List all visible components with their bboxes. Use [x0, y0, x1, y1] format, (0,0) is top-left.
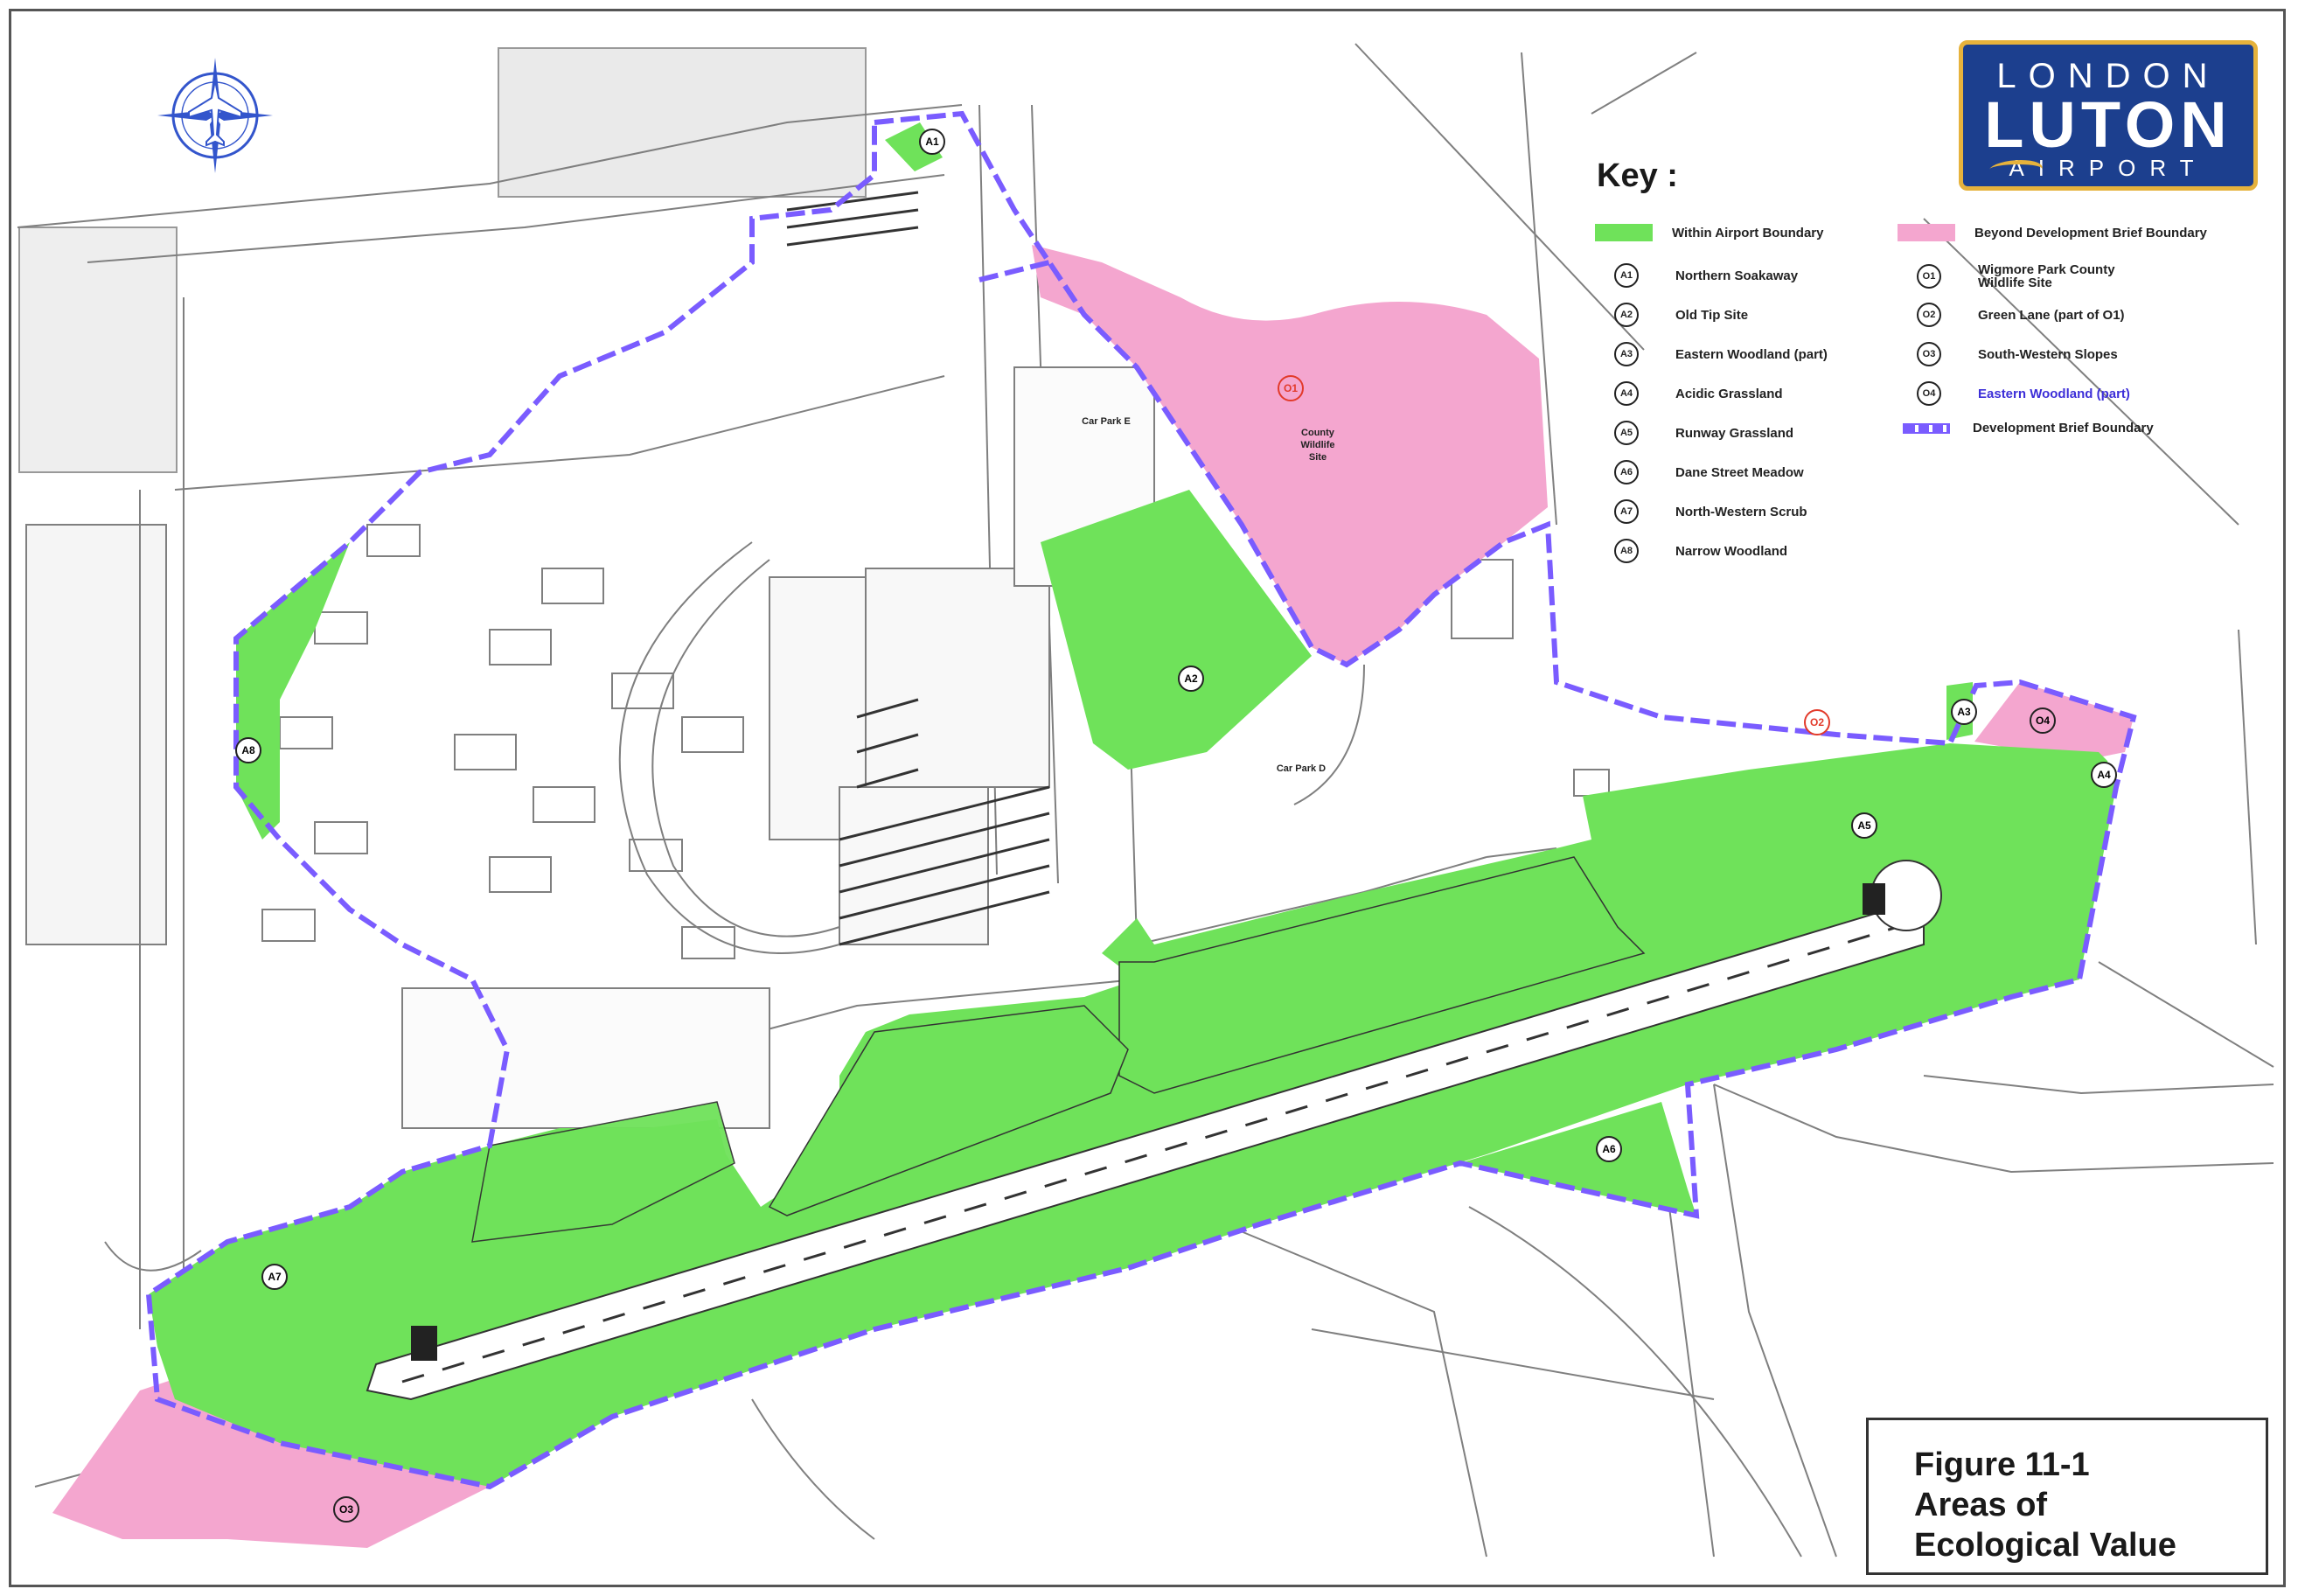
- key-label: Beyond Development Brief Boundary: [1974, 225, 2207, 240]
- key-item: A1 Northern Soakaway: [1595, 263, 1798, 288]
- key-badge: A6: [1614, 460, 1639, 484]
- marker-o2: O2: [1804, 709, 1830, 735]
- key-item: A2 Old Tip Site: [1595, 303, 1748, 327]
- marker-o3: O3: [333, 1496, 359, 1523]
- north-arrow-icon: [157, 58, 273, 173]
- label-car-park-e: Car Park E: [1082, 416, 1131, 427]
- figure-caption-line-1: Areas of: [1914, 1487, 2048, 1523]
- runway: [366, 856, 1942, 1401]
- marker-o1: O1: [1278, 375, 1304, 401]
- svg-text:A7: A7: [268, 1271, 282, 1283]
- key-label: Development Brief Boundary: [1973, 421, 2154, 436]
- area-a1: [885, 122, 943, 171]
- figure-title-box: Figure 11-1 Areas of Ecological Value: [1866, 1418, 2268, 1575]
- key-badge: O2: [1917, 303, 1941, 327]
- figure-number: Figure 11-1: [1914, 1446, 2090, 1483]
- boundary-line-icon: [1903, 422, 1950, 434]
- key-item: Within Airport Boundary: [1595, 224, 1823, 241]
- key-item: A5 Runway Grassland: [1595, 421, 1793, 445]
- key-item: A8 Narrow Woodland: [1595, 539, 1787, 563]
- key-item: Development Brief Boundary: [1898, 421, 2154, 436]
- key-badge: O4: [1917, 381, 1941, 406]
- london-luton-airport-logo: LONDON LUTON AIRPORT: [1959, 40, 2258, 191]
- key-item: A7 North-Western Scrub: [1595, 499, 1807, 524]
- figure-caption-line-2: Ecological Value: [1914, 1527, 2176, 1564]
- svg-text:A8: A8: [241, 744, 255, 756]
- urban-linework: [17, 43, 2274, 1558]
- area-a6: [1460, 1102, 1696, 1216]
- marker-a3: A3: [1951, 699, 1977, 725]
- key-swatch: [1898, 224, 1955, 241]
- key-badge: A7: [1614, 499, 1639, 524]
- logo-line-london: LONDON: [1996, 57, 2220, 95]
- key-badge: A5: [1614, 421, 1639, 445]
- key-badge: O3: [1917, 342, 1941, 366]
- logo-line-luton: LUTON: [1984, 88, 2232, 161]
- svg-text:O3: O3: [339, 1503, 353, 1516]
- svg-text:A6: A6: [1602, 1143, 1616, 1155]
- marker-a6: A6: [1596, 1136, 1622, 1162]
- key-badge: A1: [1614, 263, 1639, 288]
- svg-text:A4: A4: [2097, 769, 2111, 781]
- key-label: North-Western Scrub: [1675, 504, 1807, 519]
- marker-o4: O4: [2030, 707, 2056, 734]
- key-label: Northern Soakaway: [1675, 268, 1799, 283]
- svg-text:A3: A3: [1957, 706, 1971, 718]
- key-label: Runway Grassland: [1675, 425, 1794, 441]
- area-o1: [1032, 245, 1548, 665]
- marker-a5: A5: [1851, 812, 1877, 839]
- key-item: O3 South-Western Slopes: [1898, 342, 2118, 366]
- key-badge: O1: [1917, 264, 1941, 289]
- key-label: Dane Street Meadow: [1675, 464, 1804, 480]
- marker-a2: A2: [1178, 666, 1204, 692]
- development-brief-boundary: [145, 110, 2137, 1490]
- key-item: O2 Green Lane (part of O1): [1898, 303, 2125, 327]
- label-county-wildlife-3: Site: [1309, 452, 1327, 463]
- svg-text:A2: A2: [1184, 673, 1198, 685]
- label-county-wildlife-2: Wildlife: [1300, 440, 1334, 450]
- key-label: South-Western Slopes: [1978, 346, 2118, 362]
- area-a2: [1041, 490, 1312, 770]
- svg-text:A1: A1: [925, 136, 939, 148]
- key-swatch: [1595, 224, 1653, 241]
- area-markers: A1 A2 A3 A4 A5 A6 A7 A8 O1 O2 O3 O4: [235, 129, 2117, 1523]
- key-label: Wigmore Park County Wildlife Site: [1978, 262, 2115, 290]
- key-item: A6 Dane Street Meadow: [1595, 460, 1804, 484]
- key-label: Acidic Grassland: [1675, 386, 1783, 401]
- area-a8: [236, 542, 350, 840]
- key-item: A3 Eastern Woodland (part): [1595, 342, 1828, 366]
- key-label: Eastern Woodland (part): [1978, 386, 2130, 401]
- svg-text:O4: O4: [2036, 714, 2050, 727]
- key-item: Beyond Development Brief Boundary: [1898, 224, 2207, 241]
- svg-text:A5: A5: [1857, 819, 1871, 832]
- label-car-park-d: Car Park D: [1277, 763, 1326, 774]
- marker-a8: A8: [235, 737, 261, 763]
- key-item: A4 Acidic Grassland: [1595, 381, 1783, 406]
- key-item: O1 Wigmore Park County Wildlife Site: [1898, 263, 2144, 289]
- key-badge: A2: [1614, 303, 1639, 327]
- car-park-hatching: [786, 191, 1050, 946]
- marker-a7: A7: [261, 1264, 288, 1290]
- key-label: Narrow Woodland: [1675, 543, 1788, 559]
- key-label: Within Airport Boundary: [1672, 225, 1824, 240]
- key-badge: A4: [1614, 381, 1639, 406]
- svg-text:O2: O2: [1810, 716, 1824, 728]
- map-text: Car Park E Car Park D County Wildlife Si…: [1082, 416, 1335, 774]
- key-badge: A3: [1614, 342, 1639, 366]
- svg-text:O1: O1: [1284, 382, 1298, 394]
- logo-line-airport: AIRPORT: [1963, 155, 2253, 181]
- key-label: Green Lane (part of O1): [1978, 307, 2125, 323]
- label-county-wildlife-1: County: [1301, 428, 1335, 438]
- key-badge: A8: [1614, 539, 1639, 563]
- marker-a4: A4: [2091, 762, 2117, 788]
- key-item: O4 Eastern Woodland (part): [1898, 381, 2130, 406]
- key-label: Eastern Woodland (part): [1675, 346, 1828, 362]
- key-label: Old Tip Site: [1675, 307, 1749, 323]
- key-title: Key :: [1597, 157, 1678, 194]
- marker-a1: A1: [919, 129, 945, 155]
